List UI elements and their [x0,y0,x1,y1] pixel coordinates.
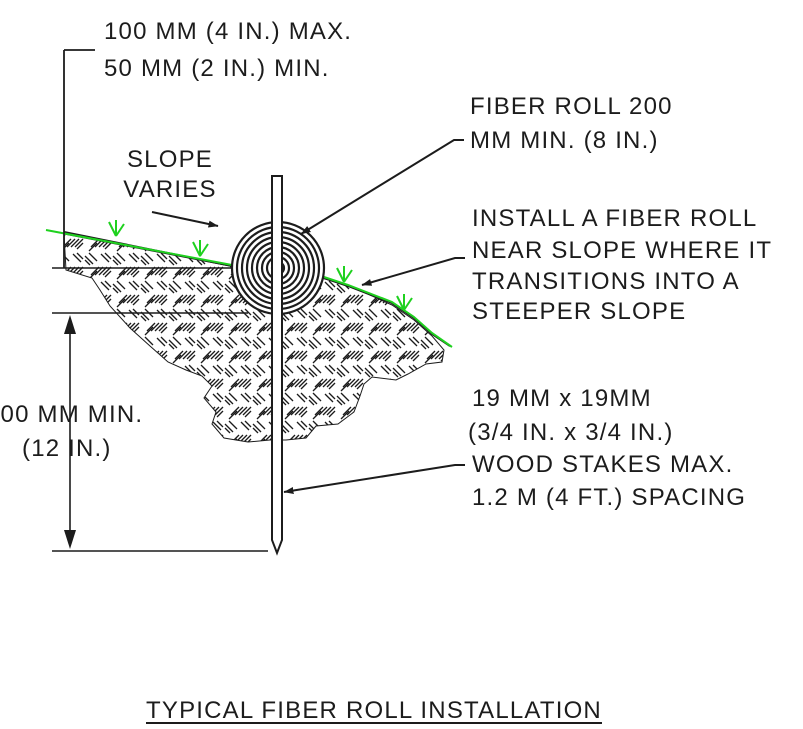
leader-lines [151,139,465,494]
install-note-line1: INSTALL A FIBER ROLL [472,205,758,232]
fiber-roll-label-line2: MM MIN. (8 IN.) [470,127,659,154]
embedment-dimension [63,49,95,268]
embed-min-label: 50 MM (2 IN.) MIN. [104,55,330,82]
stake-note-line4: 1.2 M (4 FT.) SPACING [472,484,747,511]
wood-stake [271,175,283,556]
stake-note-line1: 19 MM x 19MM [472,385,652,412]
slope-label-line2: VARIES [123,176,217,203]
embed-max-label: 100 MM (4 IN.) MAX. [104,18,353,45]
stake-note-line2: (3/4 IN. x 3/4 IN.) [468,419,674,446]
vegetation-tufts [108,220,413,311]
install-note-line2: NEAR SLOPE WHERE IT [472,237,773,264]
drawing-title: TYPICAL FIBER ROLL INSTALLATION [146,697,602,724]
depth-label-line1: 300 MM MIN. [0,401,144,428]
depth-arrow-bottom [64,530,76,549]
fiber-roll-label-line1: FIBER ROLL 200 [470,93,673,120]
slope-label-line1: SLOPE [126,146,214,173]
install-note-line4: STEEPER SLOPE [472,298,687,325]
depth-dimension [52,267,268,552]
stake-note-line3: WOOD STAKES MAX. [472,451,734,478]
install-note-line3: TRANSITIONS INTO A [472,268,740,295]
depth-arrow-top [64,315,76,334]
depth-label-line2: (12 IN.) [22,435,112,462]
